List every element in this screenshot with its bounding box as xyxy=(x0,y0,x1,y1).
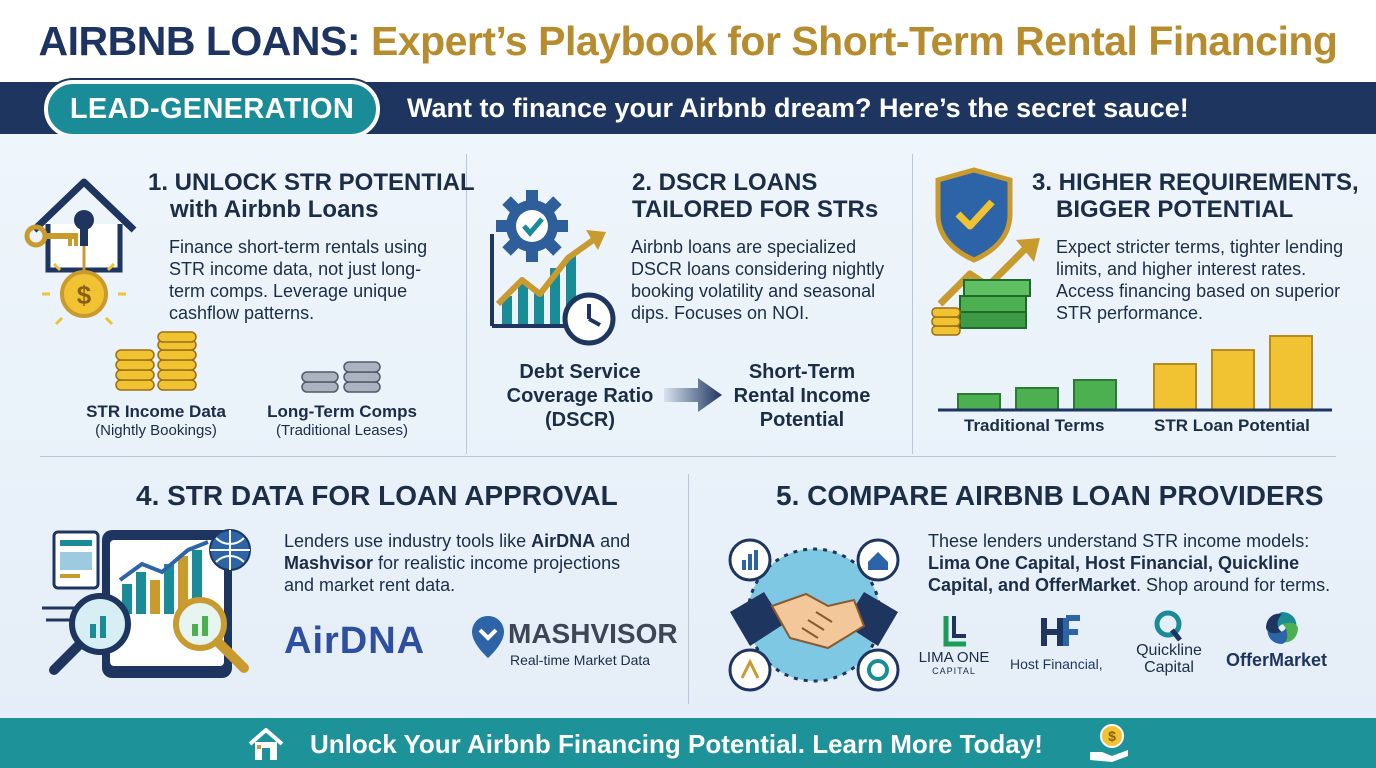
s4-body: Lenders use industry tools like AirDNA a… xyxy=(284,531,631,595)
comparison-bars xyxy=(938,335,1332,412)
gear-chart-icon xyxy=(490,190,606,328)
quickline-logo xyxy=(1154,610,1182,642)
house-key-icon: $ xyxy=(24,178,137,326)
flow-right-label: Short-Term Rental Income Potential xyxy=(733,361,871,431)
svg-text:$: $ xyxy=(1108,728,1116,744)
header: AIRBNB LOANS: Expert’s Playbook for Shor… xyxy=(0,0,1376,82)
divider-v2 xyxy=(912,154,913,454)
lima-one-logo xyxy=(943,616,966,647)
title-part1: AIRBNB LOANS: xyxy=(38,18,361,64)
mashvisor-pin-icon xyxy=(472,616,504,658)
lima-one-text: LIMA ONE CAPITAL xyxy=(918,649,990,676)
host-financial-logo xyxy=(1041,615,1080,646)
tablet-analytics-icon xyxy=(42,529,251,678)
shield-money-icon xyxy=(931,167,1040,336)
quickline-text: Quickline Capital xyxy=(1136,642,1202,676)
bar-label-traditional: Traditional Terms xyxy=(964,416,1105,435)
s3-body: Expect stricter terms, tighter lending l… xyxy=(1056,237,1344,323)
bar-label-str: STR Loan Potential xyxy=(1154,416,1310,435)
svg-text:$: $ xyxy=(77,280,92,310)
mashvisor-logo: MASHVISOR xyxy=(508,618,678,649)
s1-item2: Long-Term Comps (Traditional Leases) xyxy=(267,402,417,439)
s3-title: 3. HIGHER REQUIREMENTS, BIGGER POTENTIAL xyxy=(1032,169,1359,223)
mashvisor-mention: Mashvisor xyxy=(284,553,374,573)
coin-stack-icon xyxy=(115,331,197,391)
banner-tagline: Want to finance your Airbnb dream? Here’… xyxy=(407,93,1189,123)
airdna-logo: AirDNA xyxy=(284,620,426,662)
host-financial-text: Host Financial, xyxy=(1010,656,1103,672)
title-part2: Expert’s Playbook for Short-Term Rental … xyxy=(370,18,1338,64)
coin-stack-gray-icon xyxy=(301,361,381,393)
lead-generation-pill: LEAD-GENERATION xyxy=(44,80,380,138)
divider-v1 xyxy=(466,154,467,454)
footer-cta[interactable]: Unlock Your Airbnb Financing Potential. … xyxy=(310,729,1043,759)
mashvisor-tagline: Real-time Market Data xyxy=(510,652,651,668)
s5-title: 5. COMPARE AIRBNB LOAN PROVIDERS xyxy=(776,480,1324,511)
clock-icon xyxy=(562,292,616,346)
s2-body: Airbnb loans are specialized DSCR loans … xyxy=(631,237,885,323)
s1-body: Finance short-term rentals using STR inc… xyxy=(169,237,428,323)
handshake-icon xyxy=(728,538,900,692)
arrow-right-icon xyxy=(664,378,722,412)
footer-money-hand-icon: $ xyxy=(1090,724,1128,762)
s1-title: 1. UNLOCK STR POTENTIAL with Airbnb Loan… xyxy=(148,169,475,223)
airdna-mention: AirDNA xyxy=(531,531,596,551)
footer-bar xyxy=(0,718,1376,768)
offermarket-text: OfferMarket xyxy=(1226,650,1328,670)
footer-house-icon xyxy=(248,728,284,760)
s1-item1: STR Income Data (Nightly Bookings) xyxy=(86,402,226,439)
divider-h xyxy=(40,456,1336,457)
divider-v3 xyxy=(688,474,689,704)
lenders-list: Lima One Capital, Host Financial, Quickl… xyxy=(928,553,1300,595)
s2-title: 2. DSCR LOANS TAILORED FOR STRs xyxy=(632,169,879,223)
offermarket-logo xyxy=(1266,612,1298,644)
flow-left-label: Debt Service Coverage Ratio (DSCR) xyxy=(506,361,654,431)
s5-body: These lenders understand STR income mode… xyxy=(928,531,1331,595)
s4-title: 4. STR DATA FOR LOAN APPROVAL xyxy=(136,480,618,511)
page-title: AIRBNB LOANS: Expert’s Playbook for Shor… xyxy=(0,0,1376,82)
